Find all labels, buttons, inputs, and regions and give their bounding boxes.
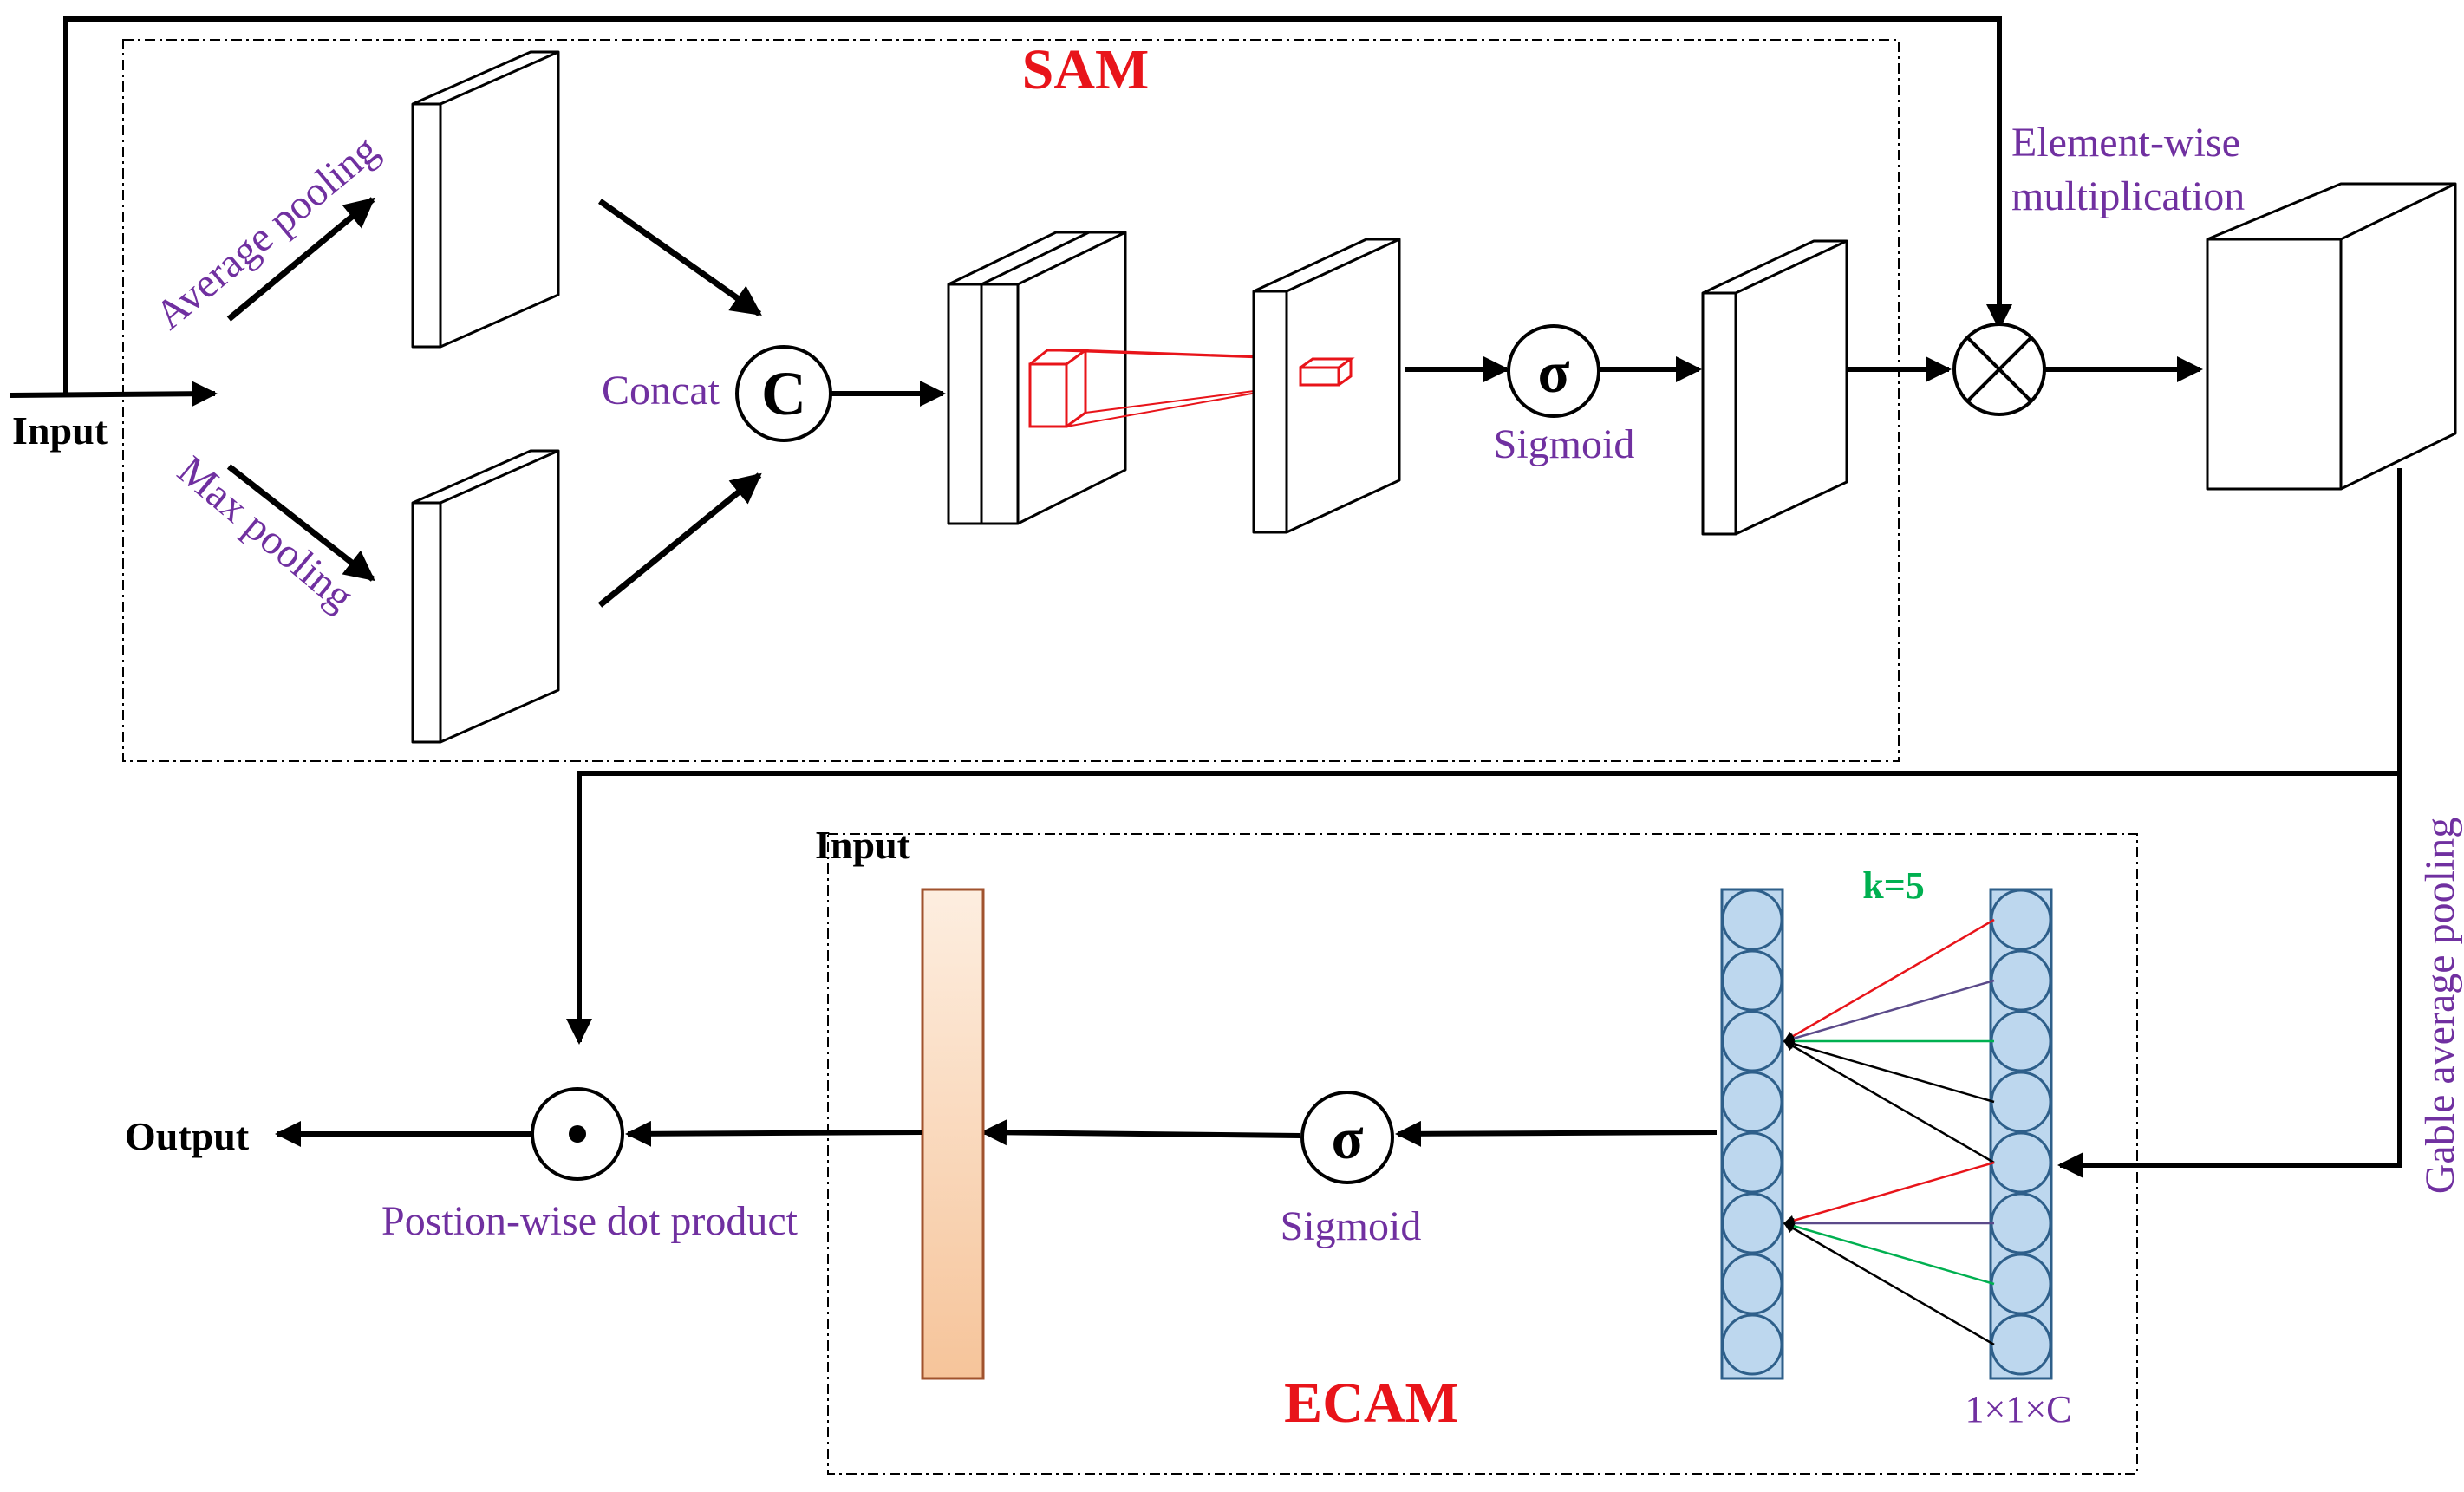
bar-to-dot-arrow xyxy=(625,1120,923,1147)
output-label: Output xyxy=(125,1114,250,1158)
gap-line xyxy=(2057,773,2402,1178)
concat-label: Concat xyxy=(602,368,720,414)
kernel-label: k=5 xyxy=(1862,864,1925,907)
sigmoid-to-bar-arrow xyxy=(981,1119,1301,1146)
max-pool-label: Max pooling xyxy=(169,447,362,620)
concat-feature-maps xyxy=(947,231,1127,525)
input-arrow xyxy=(10,381,218,407)
avg-pool-arrow xyxy=(226,197,375,322)
ecam-title: ECAM xyxy=(1284,1371,1459,1435)
left-nodes xyxy=(1721,889,1783,1376)
multiply-node xyxy=(1952,323,2046,416)
ecam-module-box xyxy=(827,833,2138,1475)
sam-input-label: Input xyxy=(12,408,108,453)
max-pool-feature-map xyxy=(411,449,560,744)
sam-module-box xyxy=(122,39,1900,762)
sam-output-cube xyxy=(2206,182,2457,491)
kernel-connections-lower xyxy=(1783,1161,1995,1346)
sam-sigmoid-symbol: σ xyxy=(1538,339,1570,405)
gap-label: Gable average pooling xyxy=(2417,818,2463,1194)
channel-weight-bar xyxy=(921,888,985,1380)
avg-to-concat-arrow xyxy=(597,199,762,316)
kernel-connections-upper xyxy=(1783,918,1995,1164)
multiply-label-line2: multiplication xyxy=(2011,173,2245,219)
dot-product-label: Postion-wise dot product xyxy=(381,1198,799,1244)
max-to-concat-arrow xyxy=(597,472,762,608)
right-nodes xyxy=(1990,889,2052,1376)
conv-output-cube xyxy=(1299,357,1355,387)
ecam-input-label: Input xyxy=(815,823,911,867)
avg-pool-feature-map xyxy=(411,50,560,349)
sam-sigmoid-label: Sigmoid xyxy=(1494,421,1635,467)
sam-title: SAM xyxy=(1022,38,1150,101)
max-pool-arrow xyxy=(226,464,375,582)
ecam-sigmoid-label: Sigmoid xyxy=(1281,1203,1422,1249)
ecam-sigmoid-node xyxy=(1300,1091,1394,1184)
dot-product-symbol xyxy=(569,1125,586,1143)
nodes-to-sigmoid-arrow xyxy=(1395,1120,1718,1147)
skip-connection-line xyxy=(63,16,2012,395)
channel-label: 1×1×C xyxy=(1965,1388,2072,1430)
concat-symbol: C xyxy=(761,359,806,428)
avg-pool-label: Average pooling xyxy=(147,127,387,339)
sam-to-dot-line xyxy=(566,468,2402,1045)
multiply-label-line1: Element-wise xyxy=(2011,120,2240,166)
spatial-attention-map xyxy=(1701,239,1848,536)
ecam-sigmoid-symbol: σ xyxy=(1332,1105,1364,1171)
